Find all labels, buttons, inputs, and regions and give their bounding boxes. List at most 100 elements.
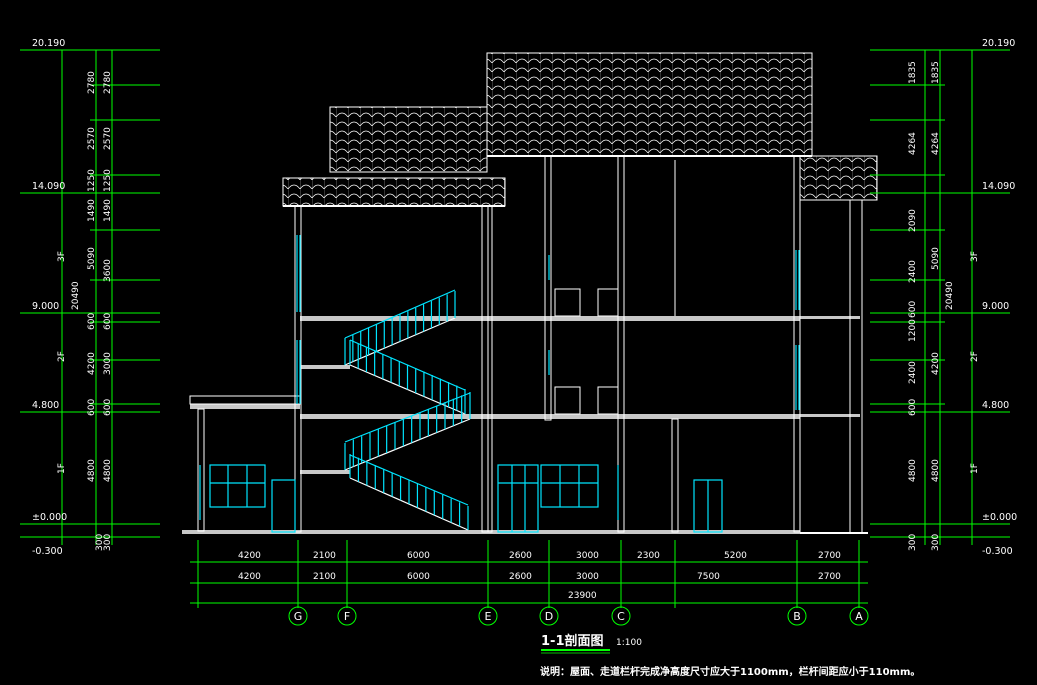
dim-text: 1250 xyxy=(87,169,97,192)
dim-text: 1250 xyxy=(103,169,113,192)
dim-text: 600 xyxy=(908,301,918,318)
dim-text: 4800 xyxy=(908,459,918,482)
roof-tiles-right xyxy=(799,155,878,201)
left-dimensions-inner: 2780 2570 1250 1490 3600 600 3000 600 48… xyxy=(103,71,113,551)
left-dimensions-outer: 2780 2570 1250 1490 5090 600 4200 600 48… xyxy=(87,71,105,551)
dim-text: 4800 xyxy=(87,459,97,482)
level-mark: ±0.000 xyxy=(982,512,1017,523)
dim-text: 600 xyxy=(908,399,918,416)
dim-text: 600 xyxy=(103,399,113,416)
left-total-dimension: 20490 xyxy=(71,281,81,310)
dim-text: 4200 xyxy=(931,352,941,375)
dim-text: 2700 xyxy=(818,551,841,561)
axis-label-b: B xyxy=(793,610,801,623)
floor-label: 1F xyxy=(970,463,980,474)
floor-label: 3F xyxy=(970,251,980,262)
level-marks-right: 20.190 14.090 9.000 4.800 ±0.000 -0.300 xyxy=(982,38,1017,557)
dim-text: 3000 xyxy=(576,572,599,582)
dim-text: 2570 xyxy=(87,127,97,150)
dim-text: 1490 xyxy=(103,199,113,222)
drawing-note: 说明：屋面、走道栏杆完成净高度尺寸应大于1100mm，栏杆间距应小于110mm。 xyxy=(540,665,920,678)
dim-text: 300 xyxy=(908,534,918,551)
dim-text: 600 xyxy=(103,313,113,330)
dim-text: 2090 xyxy=(908,209,918,232)
dim-text: 2780 xyxy=(103,71,113,94)
dim-text: 4200 xyxy=(87,352,97,375)
floor-label: 3F xyxy=(57,251,67,262)
axis-label-g: G xyxy=(294,610,303,623)
dim-text: 2100 xyxy=(313,551,336,561)
dim-text: 2300 xyxy=(637,551,660,561)
dim-text: 3000 xyxy=(576,551,599,561)
dim-text: 2570 xyxy=(103,127,113,150)
drawing-title: 1-1剖面图 xyxy=(541,633,604,649)
dim-text: 7500 xyxy=(697,572,720,582)
bottom-dimensions-row2: 4200 2100 6000 2600 3000 7500 2700 xyxy=(238,572,841,582)
axis-bubbles xyxy=(288,606,869,626)
level-mark: 4.800 xyxy=(982,400,1009,411)
floor-label: 2F xyxy=(970,351,980,362)
dim-text: 5200 xyxy=(724,551,747,561)
dim-text: 600 xyxy=(87,399,97,416)
level-mark: ±0.000 xyxy=(32,512,67,523)
building-structure xyxy=(182,52,878,534)
dim-text: 5090 xyxy=(931,247,941,270)
bottom-total-dimension: 23900 xyxy=(568,591,597,601)
floor-label: 1F xyxy=(57,463,67,474)
dim-text: 2780 xyxy=(87,71,97,94)
dim-text: 4264 xyxy=(931,132,941,155)
level-mark: 4.800 xyxy=(32,400,59,411)
dim-text: 300 xyxy=(931,534,941,551)
dim-text: 4200 xyxy=(238,551,261,561)
dimension-lines xyxy=(20,49,1010,608)
dim-text: 1835 xyxy=(908,61,918,84)
dim-text: 6000 xyxy=(407,551,430,561)
level-mark: 20.190 xyxy=(32,38,65,49)
drawing-scale: 1:100 xyxy=(616,638,642,648)
dim-text: 1490 xyxy=(87,199,97,222)
dim-text: 600 xyxy=(87,313,97,330)
dim-text: 3000 xyxy=(103,352,113,375)
level-mark: 14.090 xyxy=(982,181,1015,192)
dim-text: 2600 xyxy=(509,572,532,582)
dim-text: 2400 xyxy=(908,260,918,283)
level-mark: 20.190 xyxy=(982,38,1015,49)
dim-text: 5090 xyxy=(87,247,97,270)
floor-labels-left: 3F 2F 1F xyxy=(57,251,67,474)
axis-label-c: C xyxy=(617,610,625,623)
dim-text: 2700 xyxy=(818,572,841,582)
dim-text: 300 xyxy=(95,534,105,551)
dim-text: 4800 xyxy=(931,459,941,482)
right-dimensions-inner: 1835 4264 2090 2400 1200 600 2400 600 48… xyxy=(908,61,918,551)
axis-label-d: D xyxy=(545,610,553,623)
dim-text: 6000 xyxy=(407,572,430,582)
dim-text: 300 xyxy=(103,534,113,551)
dim-text: 4200 xyxy=(238,572,261,582)
level-marks-left: 20.190 14.090 9.000 4.800 ±0.000 -0.300 xyxy=(32,38,67,557)
right-dimensions-outer: 1835 4264 5090 4200 4800 300 xyxy=(931,61,941,551)
axis-label-e: E xyxy=(485,610,492,623)
dim-text: 4800 xyxy=(103,459,113,482)
axis-label-a: A xyxy=(855,610,863,623)
right-total-dimension: 20490 xyxy=(945,281,955,310)
dim-text: 2400 xyxy=(908,361,918,384)
floor-labels-right: 3F 2F 1F xyxy=(970,251,980,474)
floor-label: 2F xyxy=(57,351,67,362)
level-mark: -0.300 xyxy=(32,546,63,557)
roof-tiles-mid xyxy=(329,106,488,173)
dim-text: 2100 xyxy=(313,572,336,582)
dim-text: 1200 xyxy=(908,319,918,342)
bottom-dimensions-row1: 4200 2100 6000 2600 3000 2300 5200 2700 xyxy=(238,551,841,561)
dim-text: 3600 xyxy=(103,259,113,282)
level-mark: 9.000 xyxy=(982,301,1009,312)
roof-tiles-left xyxy=(282,177,506,207)
dim-text: 1835 xyxy=(931,61,941,84)
dim-text: 2600 xyxy=(509,551,532,561)
axis-labels: G F E D C B A xyxy=(294,610,864,623)
glazing-railings xyxy=(199,235,800,533)
level-mark: 9.000 xyxy=(32,301,59,312)
axis-label-f: F xyxy=(344,610,350,623)
roof-tiles-main xyxy=(486,52,813,157)
dim-text: 4264 xyxy=(908,132,918,155)
